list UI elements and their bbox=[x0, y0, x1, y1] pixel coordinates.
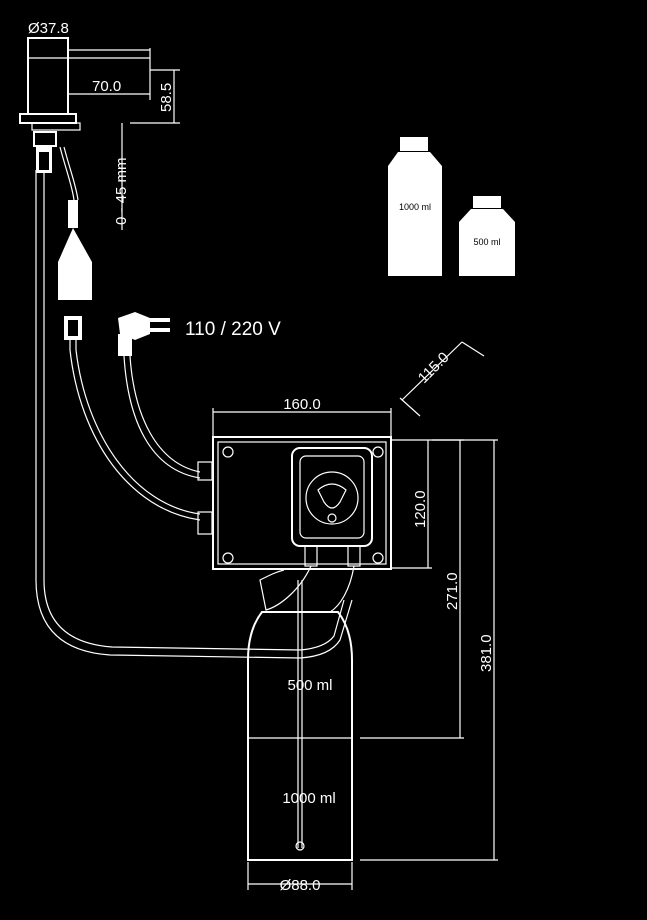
dim-box-height-label: 120.0 bbox=[412, 490, 429, 528]
dim-spout-length-label: 70.0 bbox=[92, 78, 121, 95]
dim-spout-length: 70.0 bbox=[68, 48, 151, 100]
dim-counter-thickness: 0 - 45 mm bbox=[113, 123, 130, 230]
power-supply-label: 110 / 220 V bbox=[185, 319, 281, 340]
cable-run bbox=[35, 170, 353, 659]
dim-dispenser-diameter: Ø37.8 bbox=[28, 20, 69, 39]
dim-box-depth: 115.0 bbox=[399, 341, 485, 417]
tank-lower-label: 1000 ml bbox=[282, 790, 335, 807]
dim-dispenser-diameter-label: Ø37.8 bbox=[28, 20, 69, 37]
dim-box-width-label: 160.0 bbox=[283, 396, 321, 413]
dim-height-large-label: 381.0 bbox=[478, 634, 495, 672]
bottle-icon-1000-label: 1000 ml bbox=[399, 202, 431, 212]
power-plug bbox=[118, 312, 170, 356]
dim-height-small: 271.0 bbox=[360, 439, 464, 739]
dim-height-large: 381.0 bbox=[360, 439, 498, 861]
pump-box bbox=[197, 436, 392, 570]
dim-box-width: 160.0 bbox=[212, 396, 392, 437]
sensor-cable bbox=[58, 146, 92, 300]
dim-box-height: 120.0 bbox=[391, 439, 432, 569]
bottle-icon-500-label: 500 ml bbox=[473, 237, 500, 247]
dim-bottle-diameter-label: Ø88.0 bbox=[280, 877, 321, 894]
bottle-icon-500: 500 ml bbox=[459, 196, 515, 276]
dim-dispenser-height-label: 58.5 bbox=[158, 83, 175, 112]
tank: 500 ml 1000 ml bbox=[247, 611, 353, 861]
tank-upper-label: 500 ml bbox=[287, 677, 332, 694]
pump-tubes bbox=[259, 565, 355, 848]
sensor-plug bbox=[64, 316, 82, 350]
dim-dispenser-height: 58.5 bbox=[130, 69, 180, 124]
dim-box-depth-label: 115.0 bbox=[415, 349, 453, 387]
dim-counter-thickness-label: 0 - 45 mm bbox=[113, 157, 130, 225]
bottle-icon-1000: 1000 ml bbox=[388, 137, 442, 276]
dim-height-small-label: 271.0 bbox=[444, 572, 461, 610]
dim-bottle-diameter: Ø88.0 bbox=[247, 862, 353, 894]
